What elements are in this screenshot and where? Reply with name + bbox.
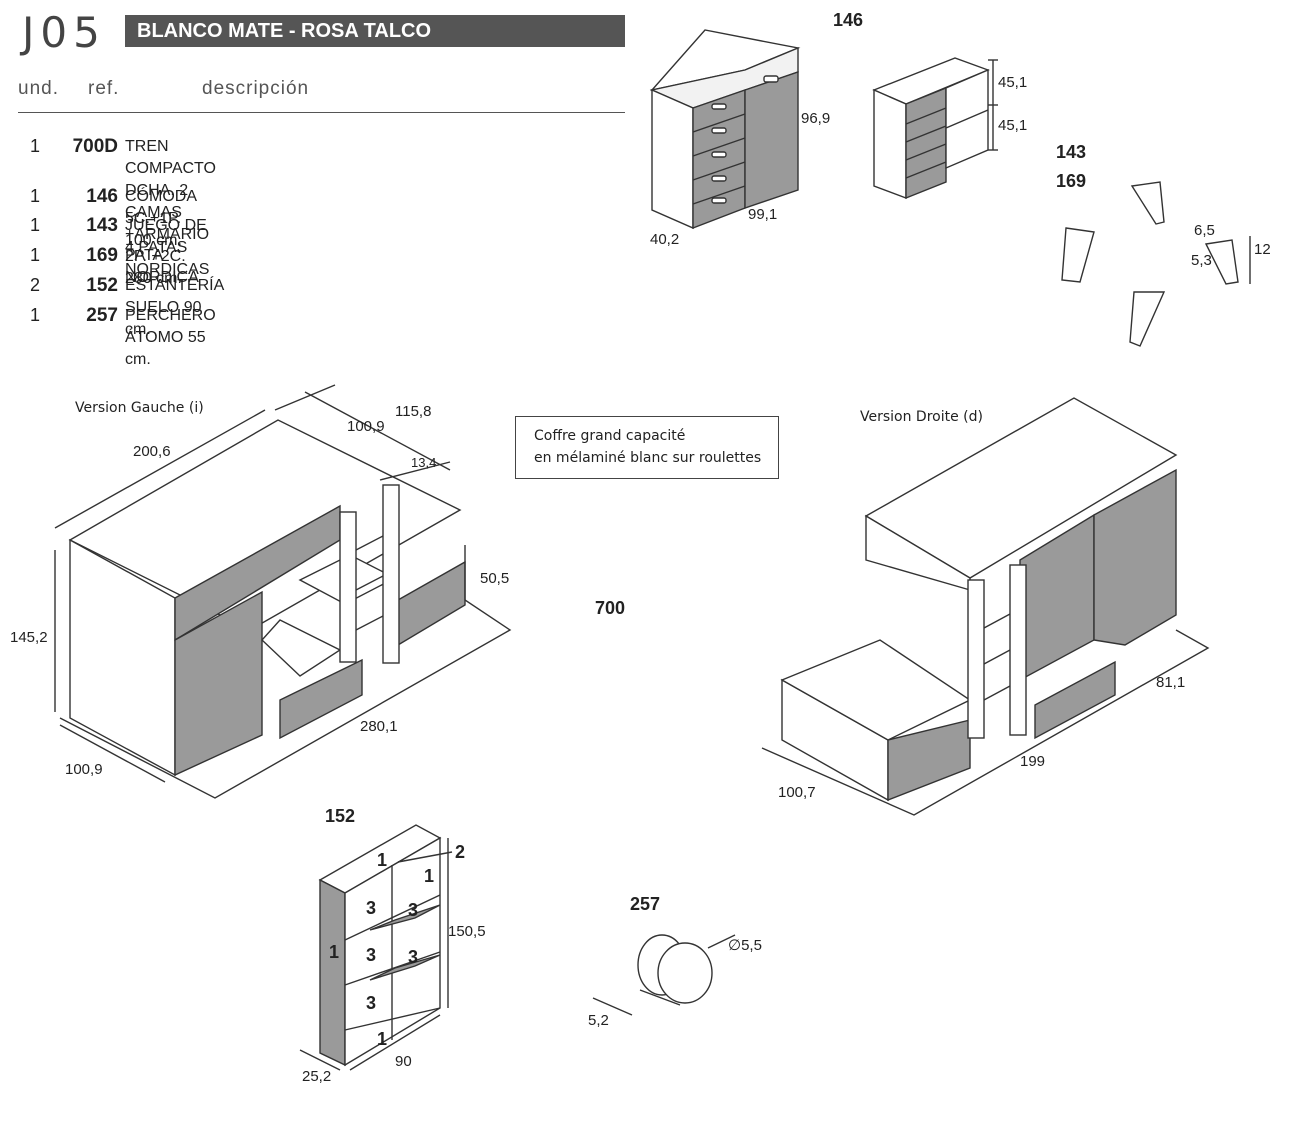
- dim-146-lower: 45,1: [998, 117, 1028, 134]
- note-line-1: Coffre grand capacité: [534, 428, 686, 444]
- hanger-knob-drawing: [592, 934, 736, 1016]
- title-bar: BLANCO MATE - ROSA TALCO: [125, 15, 625, 47]
- dim-left-h: 145,2: [10, 629, 48, 646]
- dim-152-h: 150,5: [448, 923, 486, 940]
- ref-700: 700: [595, 598, 626, 618]
- item-qty: 1: [30, 186, 41, 206]
- dim-257-dia: ∅5,5: [728, 937, 762, 954]
- item-qty: 1: [30, 136, 41, 156]
- item-desc: PERCHERO ÁTOMO 55 cm.: [125, 307, 216, 368]
- col-ref: ref.: [88, 78, 120, 99]
- left-version-label: Version Gauche (i): [75, 400, 204, 416]
- item-ref: 143: [86, 215, 118, 236]
- item-desc: ESTANTERÍA SUELO 90 cm.: [125, 277, 224, 338]
- header-rule: [18, 112, 625, 113]
- dim-146-height: 96,9: [801, 110, 831, 127]
- item-ref: 257: [86, 305, 118, 326]
- bed-right-drawing: [761, 397, 1210, 816]
- dim-146-width: 99,1: [748, 206, 778, 223]
- dim-right-depth: 100,7: [778, 784, 816, 801]
- shelf-label: 3: [408, 947, 419, 967]
- shelf-label: 3: [366, 993, 377, 1013]
- ref-152: 152: [325, 806, 356, 826]
- bed-left-drawing: [54, 384, 512, 799]
- dim-left-len: 200,6: [133, 443, 171, 460]
- item-qty: 1: [30, 305, 41, 325]
- dim-left-d2: 115,8: [395, 403, 432, 420]
- shelf-label: 1: [377, 1029, 388, 1049]
- dim-left-h2: 50,5: [480, 570, 510, 587]
- dim-257-depth: 5,2: [588, 1012, 609, 1029]
- product-code: J05: [22, 8, 106, 57]
- note-box: Coffre grand capacité en mélaminé blanc …: [515, 416, 779, 479]
- dim-152-d: 25,2: [302, 1068, 332, 1085]
- dim-left-total: 280,1: [360, 718, 398, 735]
- shelf-label: 2: [455, 842, 466, 862]
- item-ref: 146: [86, 186, 118, 207]
- dim-leg-c: 12: [1254, 241, 1271, 258]
- item-ref: 700D: [72, 136, 118, 157]
- item-desc: CÓMODA 5C.+1P. 100 cm.: [125, 188, 197, 249]
- item-ref: 152: [86, 275, 118, 296]
- chest-drawing-closed: [649, 29, 801, 230]
- dim-right-len: 199: [1020, 753, 1046, 770]
- shelf-drawing: [299, 824, 453, 1071]
- dim-152-w: 90: [395, 1053, 412, 1070]
- shelf-label: 1: [329, 942, 340, 962]
- ref-169: 169: [1056, 171, 1087, 191]
- item-desc: PATA NORDICA: [125, 247, 199, 286]
- shelf-label: 3: [366, 898, 377, 918]
- col-desc: descripción: [202, 78, 310, 99]
- shelf-label: 3: [408, 900, 419, 920]
- right-version-label: Version Droite (d): [860, 409, 983, 425]
- ref-143: 143: [1056, 142, 1087, 162]
- shelf-label: 1: [424, 866, 435, 886]
- chest-drawing-open: [872, 57, 998, 200]
- dim-146-depth: 40,2: [650, 231, 680, 248]
- ref-257: 257: [630, 894, 661, 914]
- dim-146-upper: 45,1: [998, 74, 1028, 91]
- ref-146: 146: [833, 10, 864, 30]
- item-qty: 2: [30, 275, 41, 295]
- title-text: BLANCO MATE - ROSA TALCO: [137, 20, 432, 42]
- dim-left-depth: 100,9: [65, 761, 103, 778]
- item-ref: 169: [86, 245, 118, 266]
- item-qty: 1: [30, 215, 41, 235]
- dim-right-w: 81,1: [1156, 674, 1186, 691]
- shelf-label: 1: [377, 850, 388, 870]
- legs-drawing: [1061, 181, 1251, 347]
- dim-left-d1: 100,9: [347, 418, 385, 435]
- dim-leg-b: 5,3: [1191, 252, 1212, 269]
- dim-left-d3: 13,4: [411, 455, 437, 470]
- shelf-label: 3: [366, 945, 377, 965]
- col-und: und.: [18, 78, 59, 99]
- item-qty: 1: [30, 245, 41, 265]
- note-line-2: en mélaminé blanc sur roulettes: [534, 450, 762, 466]
- dim-leg-a: 6,5: [1194, 222, 1215, 239]
- item-desc: JUEGO DE 4 PATAS NORDICAS: [125, 217, 210, 278]
